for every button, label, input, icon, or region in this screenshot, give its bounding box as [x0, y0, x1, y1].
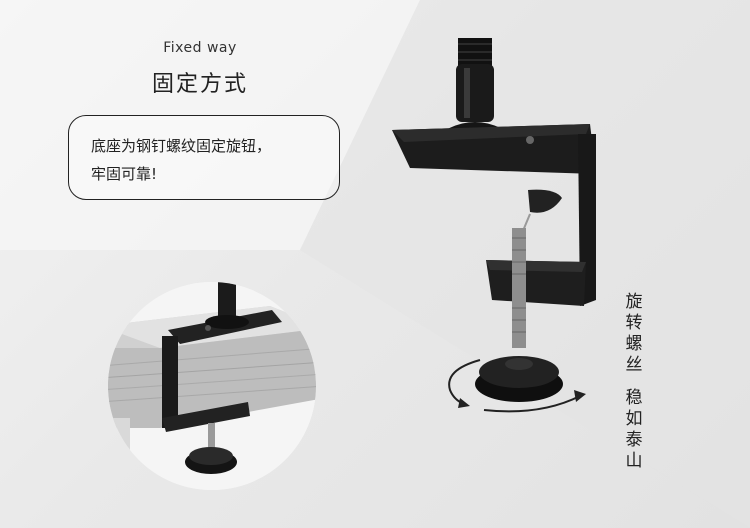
callout-line-2: 牢固可靠! [91, 165, 158, 183]
section-subtitle: Fixed way [163, 40, 237, 56]
caption-char: 如 [625, 409, 643, 429]
rotation-arrows-icon [448, 359, 586, 413]
desk-clamp-illustration [392, 38, 596, 402]
caption-char: 山 [625, 451, 643, 471]
clamp-closeup-photo [108, 282, 316, 490]
caption-char: 丝 [625, 355, 643, 375]
caption-gap [622, 376, 646, 388]
section-title: 固定方式 [151, 72, 248, 97]
caption-char: 稳 [625, 388, 643, 408]
caption-char: 泰 [625, 430, 643, 450]
caption-char: 螺 [625, 334, 643, 354]
callout-line-1: 底座为钢钉螺纹固定旋钮， [91, 137, 272, 155]
side-caption: 旋 转 螺 丝 稳 如 泰 山 [622, 292, 646, 472]
caption-char: 旋 [625, 292, 643, 312]
caption-char: 转 [625, 313, 643, 333]
description-callout: 底座为钢钉螺纹固定旋钮， 牢固可靠! [68, 115, 340, 200]
